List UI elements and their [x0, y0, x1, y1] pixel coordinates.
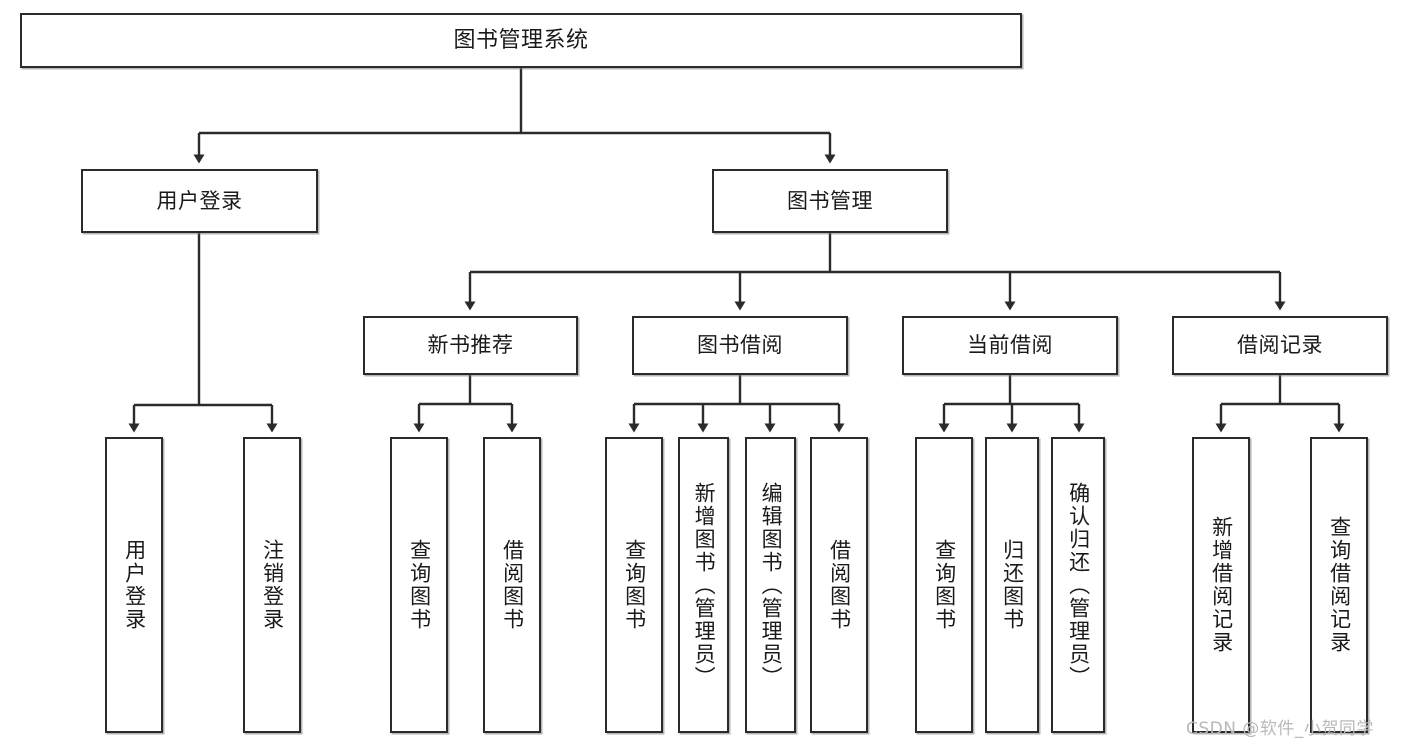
node-new-book-recommend[interactable]: 新书推荐 [363, 316, 578, 375]
node-label: 当前借阅 [967, 333, 1053, 358]
node-borrow-record[interactable]: 借阅记录 [1172, 316, 1388, 375]
leaf-record-add-record[interactable]: 新增借阅记录 [1192, 437, 1250, 733]
leaf-current-return-book[interactable]: 归还图书 [985, 437, 1039, 733]
leaf-recommend-borrow-book[interactable]: 借阅图书 [483, 437, 541, 733]
node-label: 借阅图书 [827, 539, 852, 631]
leaf-record-query-record[interactable]: 查询借阅记录 [1310, 437, 1368, 733]
node-label: 用户登录 [156, 188, 243, 213]
leaf-current-confirm-return-admin[interactable]: 确认归还（管理员） [1051, 437, 1105, 733]
leaf-user-login-logout[interactable]: 注销登录 [243, 437, 301, 733]
node-label: 新书推荐 [427, 333, 514, 358]
leaf-user-login-login[interactable]: 用户登录 [105, 437, 163, 733]
leaf-borrow-add-book-admin[interactable]: 新增图书（管理员） [678, 437, 729, 733]
node-label: 借阅图书 [500, 539, 525, 631]
node-book-borrow[interactable]: 图书借阅 [632, 316, 848, 375]
node-label: 归还图书 [1000, 539, 1025, 631]
watermark: CSDN @软件_小贺同学 [1186, 719, 1374, 739]
node-label: 新增图书（管理员） [692, 481, 717, 689]
node-label: 借阅记录 [1237, 333, 1323, 358]
node-user-login[interactable]: 用户登录 [81, 169, 318, 233]
node-label: 用户登录 [122, 539, 147, 631]
node-label: 图书管理系统 [453, 27, 589, 53]
node-label: 确认归还（管理员） [1066, 481, 1091, 689]
node-label: 注销登录 [260, 539, 285, 631]
node-book-management[interactable]: 图书管理 [712, 169, 948, 233]
node-label: 新增借阅记录 [1209, 516, 1234, 654]
leaf-borrow-query-book[interactable]: 查询图书 [605, 437, 663, 733]
leaf-borrow-edit-book-admin[interactable]: 编辑图书（管理员） [745, 437, 796, 733]
node-label: 查询图书 [407, 539, 432, 631]
node-label: 编辑图书（管理员） [759, 481, 784, 689]
node-label: 图书管理 [787, 188, 873, 213]
node-current-borrow[interactable]: 当前借阅 [902, 316, 1118, 375]
node-root-system[interactable]: 图书管理系统 [20, 13, 1022, 68]
leaf-borrow-borrow-book[interactable]: 借阅图书 [810, 437, 868, 733]
node-label: 查询图书 [622, 539, 647, 631]
node-label: 查询图书 [932, 539, 957, 631]
node-label: 查询借阅记录 [1327, 516, 1352, 654]
leaf-current-query-book[interactable]: 查询图书 [915, 437, 973, 733]
node-label: 图书借阅 [697, 333, 783, 358]
leaf-recommend-query-book[interactable]: 查询图书 [390, 437, 448, 733]
